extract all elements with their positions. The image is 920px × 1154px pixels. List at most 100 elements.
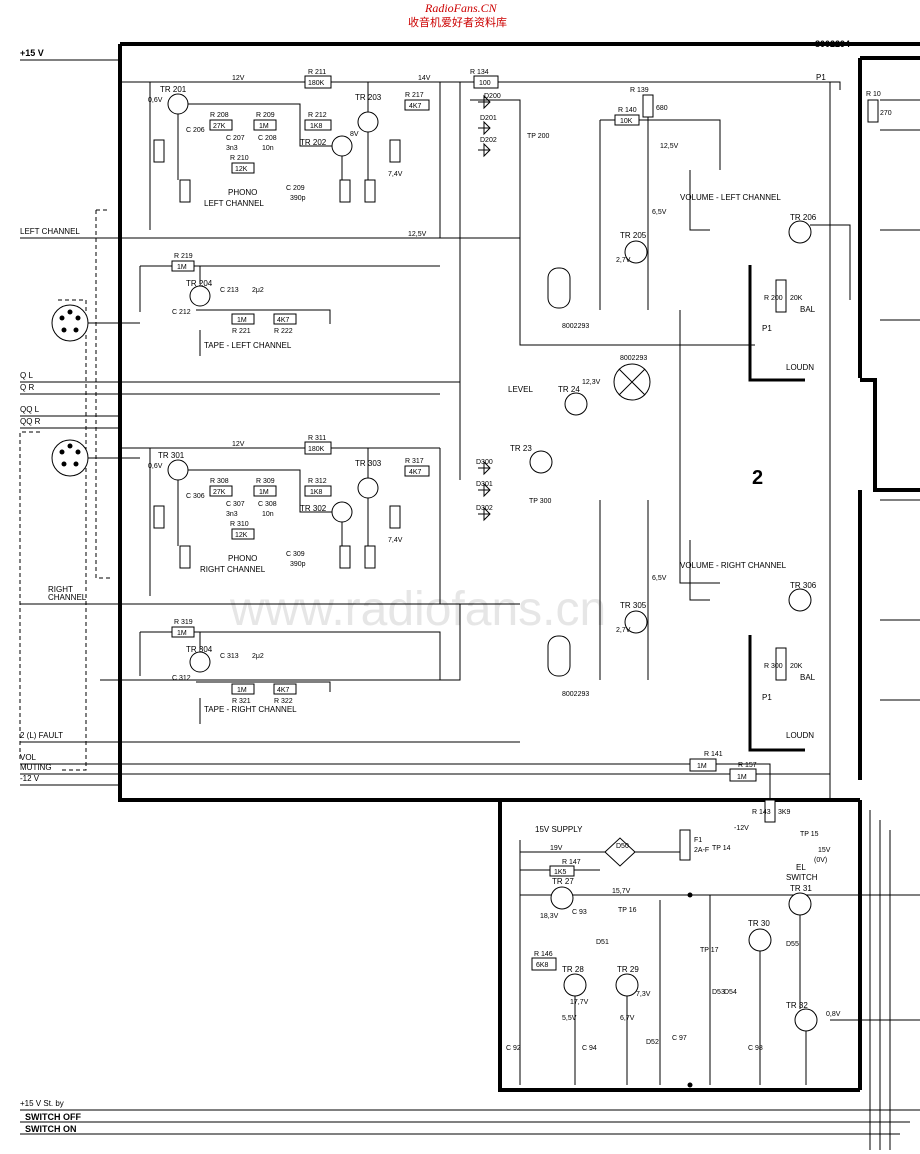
diodes-d300-d302 xyxy=(478,460,491,522)
value-r309: 1M xyxy=(259,489,269,496)
label-r211: R 211 xyxy=(308,69,326,76)
label-tr205: TR 205 xyxy=(620,231,647,240)
value-r217: 4K7 xyxy=(409,103,422,110)
label-r322: R 322 xyxy=(274,698,293,705)
label-loudn-left: LOUDN xyxy=(786,363,814,372)
din-wiring xyxy=(88,322,140,459)
transistor-tr24 xyxy=(564,392,588,416)
value-c209: 390p xyxy=(290,195,306,202)
value-c308: 10n xyxy=(262,511,274,518)
resistor-r211 xyxy=(304,75,332,89)
phono-right-stage: TR 301 TR 302 TR 303 R 308 27K R 309 1M … xyxy=(120,435,441,604)
label-tr302: TR 302 xyxy=(300,504,327,513)
voltage-183v: 18,3V xyxy=(540,913,559,920)
label-r143: R 143 xyxy=(752,809,771,816)
voltage-19v: 19V xyxy=(550,845,563,852)
label-r210: R 210 xyxy=(230,155,249,162)
transistor-tr30 xyxy=(748,928,772,952)
label-c313: C 313 xyxy=(220,653,239,660)
transistor-tr204 xyxy=(189,285,211,307)
supply-board-edge xyxy=(498,800,860,1092)
label-tr27: TR 27 xyxy=(552,877,574,886)
value-r321: 1M xyxy=(237,687,247,694)
label-d202: D202 xyxy=(480,137,497,144)
label-c207: C 207 xyxy=(226,135,245,142)
value-r134: 100 xyxy=(479,80,491,87)
label-tr202: TR 202 xyxy=(300,138,327,147)
transistor-tr305 xyxy=(624,610,648,634)
transistor-tr201 xyxy=(167,93,189,115)
resistor-r319 xyxy=(171,626,195,638)
resistor-r315 xyxy=(364,545,376,569)
voltage-0v-tp15: (0V) xyxy=(814,857,827,864)
label-r146: R 146 xyxy=(534,951,553,958)
value-r222: 4K7 xyxy=(277,317,290,324)
value-r210: 12K xyxy=(235,166,248,173)
voltage-74v-left: 7,4V xyxy=(388,171,403,178)
resistor-r209 xyxy=(253,119,277,131)
resistor-r317 xyxy=(404,465,430,477)
dashed-shield-din xyxy=(19,431,40,760)
label-tr32: TR 32 xyxy=(786,1001,808,1010)
voltage-73v: 7,3V xyxy=(636,991,651,998)
value-c313: 2μ2 xyxy=(252,653,264,660)
rail-switch-on: SWITCH ON xyxy=(25,1124,77,1134)
label-d301: D301 xyxy=(476,481,493,488)
rail-q-r: Q R xyxy=(20,383,34,392)
value-r310: 12K xyxy=(235,532,248,539)
rail-switch-lines xyxy=(20,1109,920,1135)
transistor-tr27 xyxy=(550,886,574,910)
resistor-r322 xyxy=(273,683,297,695)
resistor-r219 xyxy=(171,260,195,272)
label-c308: C 308 xyxy=(258,501,277,508)
section-phono-right-2: RIGHT CHANNEL xyxy=(200,565,266,574)
value-r211: 180K xyxy=(308,80,325,87)
rail-plus15: +15 V xyxy=(20,48,44,58)
label-r221: R 221 xyxy=(232,328,251,335)
label-p1-left: P1 xyxy=(762,324,772,333)
value-c213: 2μ2 xyxy=(252,287,264,294)
label-c92: C 92 xyxy=(506,1045,521,1052)
lamp-r200 xyxy=(547,267,571,309)
label-tr301: TR 301 xyxy=(158,451,185,460)
section-volume-left: VOLUME - LEFT CHANNEL xyxy=(680,193,781,202)
trimmer-r216 xyxy=(389,139,401,163)
label-d51: D51 xyxy=(596,939,609,946)
resistor-r314 xyxy=(339,545,351,569)
volume-right-box xyxy=(748,635,805,752)
transistor-tr301 xyxy=(167,459,189,481)
label-r212: R 212 xyxy=(308,112,327,119)
voltage-06v-right: 0,6V xyxy=(148,463,163,470)
rail-qq-lines xyxy=(20,415,120,429)
label-loudn-right: LOUDN xyxy=(786,731,814,740)
label-r308: R 308 xyxy=(210,478,229,485)
resistor-r210 xyxy=(231,162,255,174)
label-f1: F1 xyxy=(694,837,702,844)
label-d53: D53 xyxy=(712,989,725,996)
transistor-tr202 xyxy=(331,135,353,157)
value-r300: 20K xyxy=(790,663,803,670)
middle-section: R 134 100 D200 D201 D202 D300 D301 D302 … xyxy=(440,69,831,800)
label-c213: C 213 xyxy=(220,287,239,294)
label-r208: R 208 xyxy=(210,112,229,119)
value-r311: 180K xyxy=(308,446,325,453)
label-tr206: TR 206 xyxy=(790,213,817,222)
label-r222: R 222 xyxy=(274,328,293,335)
board-divider-mid xyxy=(860,378,920,492)
transistor-tr304 xyxy=(189,651,211,673)
section-volume-right: VOLUME - RIGHT CHANNEL xyxy=(680,561,787,570)
label-r134: R 134 xyxy=(470,69,489,76)
resistor-r143 xyxy=(764,799,776,823)
resistor-r309 xyxy=(253,485,277,497)
dashed-shield-left xyxy=(95,209,110,579)
voltage-8v-left: 8V xyxy=(350,131,359,138)
transistor-tr303 xyxy=(357,477,379,499)
resistor-r207 xyxy=(179,179,191,203)
section-el-switch-1: EL xyxy=(796,863,806,872)
voltage-14v-left: 14V xyxy=(418,75,431,82)
fuse-f1 xyxy=(679,829,691,861)
value-r322: 4K7 xyxy=(277,687,290,694)
label-tp15: TP 15 xyxy=(800,831,819,838)
dashed-shield-outer xyxy=(58,299,87,771)
